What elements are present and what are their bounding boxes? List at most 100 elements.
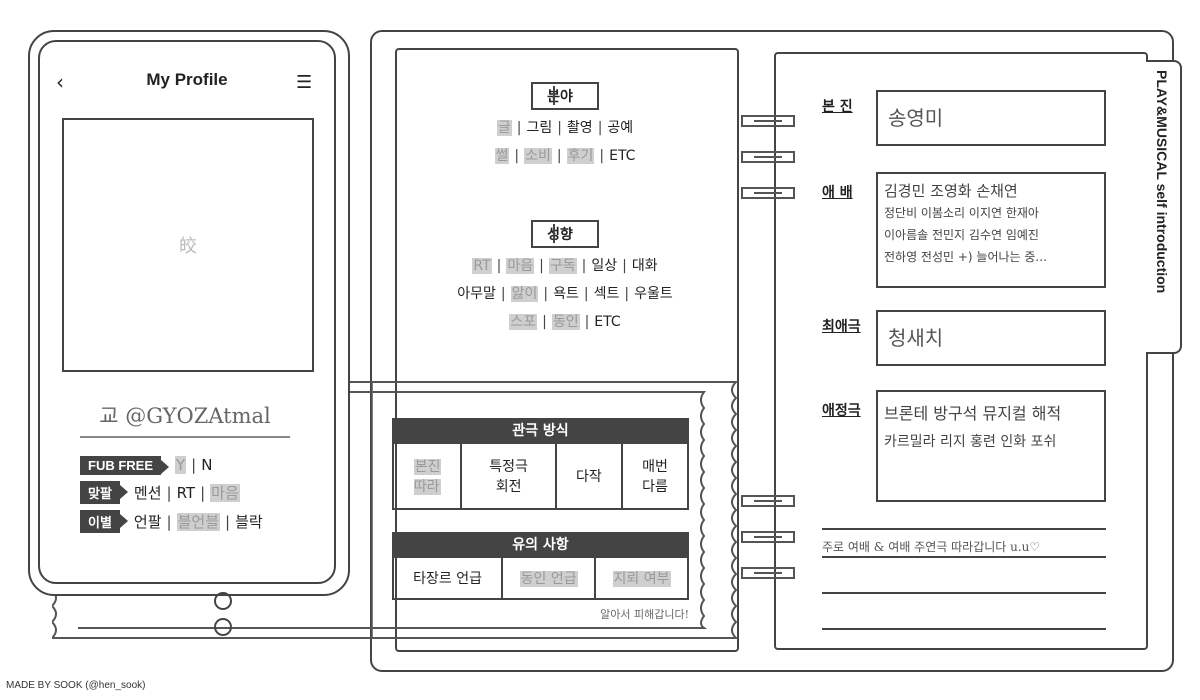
menu-icon[interactable]: ☰ [296, 72, 313, 93]
tendency-heading: 성향 [531, 220, 599, 248]
caution-note: 알아서 피해갑니다! [600, 608, 689, 621]
tendency-line: 아무말|앓이|욕트|섹트|우울트 [400, 280, 730, 308]
actor-label: 애 배 [822, 185, 853, 201]
profile-row-tag: FUB FREE [80, 456, 169, 475]
actor-line: 전하영 전성민 +) 늘어나는 중... [884, 250, 1047, 264]
field-option: 글 [496, 120, 512, 136]
profile-option: 블락 [235, 513, 263, 531]
separator: | [599, 148, 605, 164]
main-value: 송영미 [888, 106, 944, 130]
separator: | [556, 148, 562, 164]
field-option: 소비 [524, 148, 552, 164]
ticket [52, 372, 742, 642]
separator: | [166, 484, 172, 502]
ring [741, 187, 795, 199]
separator: | [496, 258, 502, 274]
back-icon[interactable]: ‹ [56, 70, 64, 94]
caution-cell: 동인 언급 [501, 556, 597, 600]
note-lines: 주로 여배 & 여배 주연극 따라갑니다 u.u♡ [822, 528, 1106, 638]
caution-cell-text: 동인 언급 [519, 571, 578, 587]
tendency-option: 우울트 [634, 286, 673, 302]
cautions: 유의 사항 타장르 언급 동인 언급 지뢰 여부 알아서 피해갑니다! [391, 532, 689, 622]
viewing-cell: 본진 따라 [391, 442, 463, 510]
profile-option: 블언블 [176, 513, 220, 531]
separator: | [200, 484, 206, 502]
note-line [822, 602, 1106, 630]
field-option: 후기 [566, 148, 595, 164]
photo-glyph: 皎 [179, 236, 197, 257]
viewing-method: 관극 방식 본진 따라 특정극 회전 다작 매번 다름 [391, 418, 690, 510]
profile-option: RT [176, 484, 196, 502]
viewing-cell: 다작 [554, 442, 623, 510]
profile-row: FUB FREE Y|N [80, 456, 320, 475]
separator: | [581, 258, 587, 274]
tendency-option: 동인 [551, 314, 580, 330]
main-label: 본 진 [822, 99, 853, 115]
binder-rings-top [740, 112, 800, 216]
separator: | [539, 258, 544, 274]
separator: | [543, 286, 549, 302]
separator: | [166, 513, 172, 531]
separator: | [557, 120, 562, 136]
profile-title: My Profile [146, 70, 228, 89]
ring [741, 495, 795, 507]
profile-option: 멘션 [133, 484, 162, 502]
field-line: 글|그림|촬영|공예 [400, 114, 730, 142]
actor-line: 이아름솔 전민지 김수연 임예진 [884, 228, 1039, 242]
profile-option: 마음 [210, 484, 240, 502]
field-option: 썰 [494, 148, 510, 164]
tendency-line: 스포|동인|ETC [400, 308, 730, 336]
tendency-option: 스포 [509, 314, 538, 330]
profile-handle: 교 @GYOZAtmal [80, 400, 290, 438]
separator: | [624, 286, 630, 302]
separator: | [584, 314, 590, 330]
separator: | [542, 314, 547, 330]
field-option: ETC [609, 148, 636, 164]
tendency-line: RT|마음|구독|일상|대화 [400, 252, 730, 280]
ring [741, 115, 795, 127]
separator: | [597, 120, 603, 136]
ticket-hole [214, 592, 232, 610]
side-tab-label: PLAY&MUSICAL self introduction [1154, 70, 1170, 294]
separator: | [191, 456, 197, 474]
profile-option: N [201, 456, 213, 474]
separator: | [516, 120, 522, 136]
tendency-option: 대화 [631, 258, 658, 274]
field-option: 그림 [526, 120, 553, 136]
main-box: 송영미 [876, 90, 1106, 146]
separator: | [622, 258, 627, 274]
caution-heading: 유의 사항 [392, 532, 689, 558]
tendency-option: 구독 [548, 258, 577, 274]
tendency-option: 아무말 [457, 286, 496, 302]
viewing-cell-text: 다작 [576, 469, 602, 485]
viewing-cell-text: 특정극 회전 [489, 459, 528, 495]
caution-cell-text: 지뢰 여부 [612, 571, 671, 587]
ticket-hole [214, 618, 232, 636]
caution-cell-text: 타장르 언급 [413, 571, 483, 587]
love-label: 애정극 [822, 403, 861, 419]
tendency-option: 앓이 [510, 286, 539, 302]
ring [741, 531, 795, 543]
viewing-heading: 관극 방식 [392, 418, 689, 444]
side-tab: PLAY&MUSICAL self introduction [1146, 60, 1182, 354]
fav-box: 청새치 [876, 310, 1106, 366]
caution-cell: 타장르 언급 [391, 556, 504, 600]
viewing-cell-text: 본진 따라 [413, 459, 441, 495]
profile-option: Y [175, 456, 187, 474]
ring [741, 567, 795, 579]
note-line [822, 566, 1106, 594]
fav-label: 최애극 [822, 319, 861, 335]
profile-row-tag: 맞팔 [80, 481, 128, 504]
credit: MADE BY SOOK (@hen_sook) [6, 680, 146, 691]
viewing-cell-text: 매번 다름 [642, 459, 668, 495]
